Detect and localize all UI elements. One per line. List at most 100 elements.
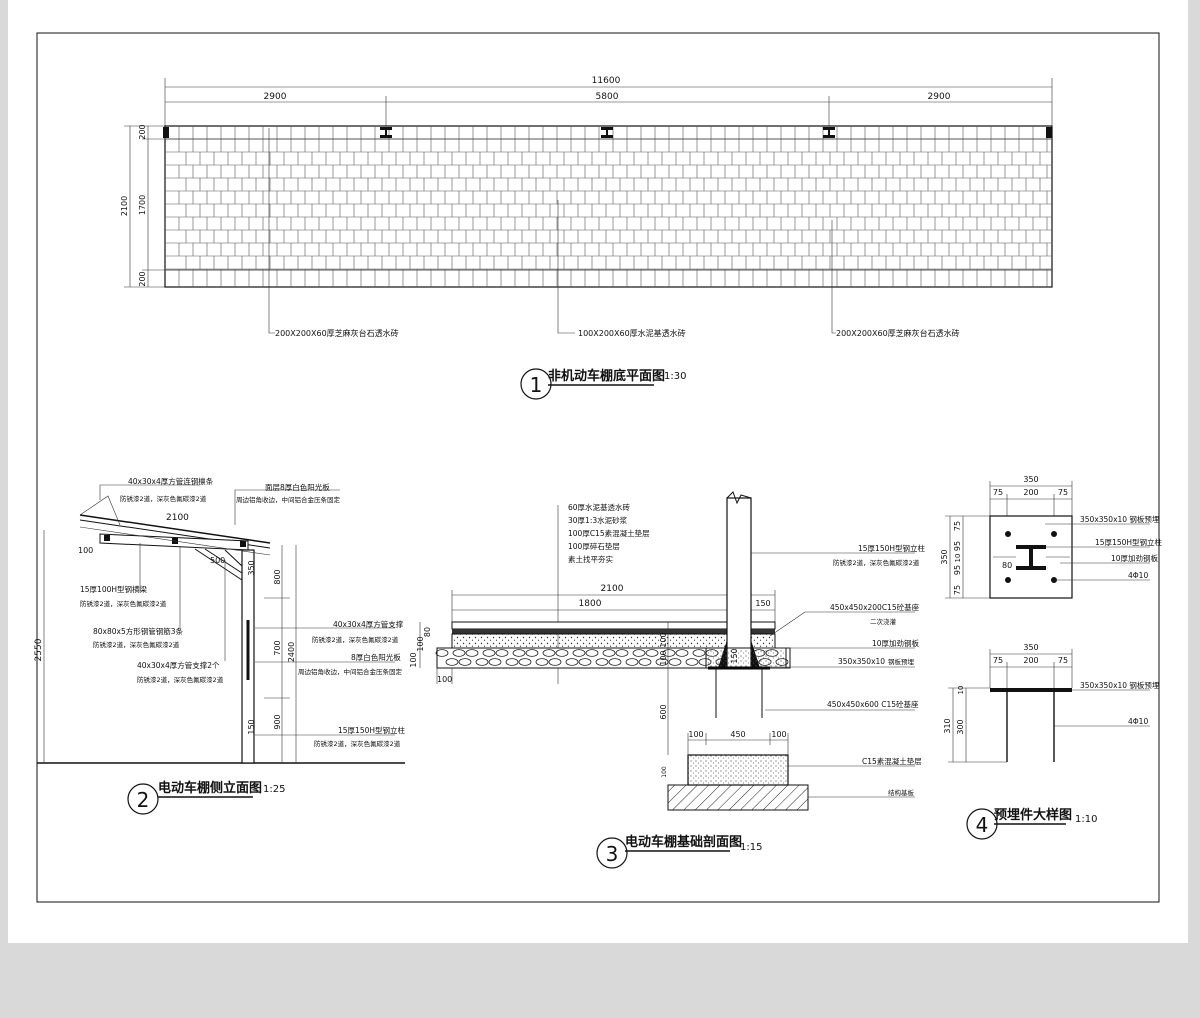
side-title-number: 2: [137, 788, 150, 812]
fnd-dim: 100: [437, 675, 452, 684]
emb-v-dim: 95: [953, 541, 962, 551]
emb-note: 350x350x10 钢板预埋: [1080, 680, 1160, 690]
gravel-stone: [495, 649, 509, 657]
fnd-leader: [769, 611, 806, 637]
plan-seg-dim: 5800: [596, 92, 619, 102]
anchor-hole: [1005, 531, 1011, 537]
side-elevation-view: 2100 100 500 2550 800 700 900 2400 350 1…: [34, 476, 405, 815]
gravel-stone: [535, 658, 549, 666]
gravel-stone: [505, 658, 519, 666]
fnd-note: 结构基板: [888, 788, 915, 797]
gravel-stone: [632, 649, 646, 657]
gravel-stone: [445, 658, 459, 666]
side-note-sub: 防锈漆2道，深灰色氟碳漆2道: [314, 739, 401, 748]
fnd-dim: 100: [659, 650, 668, 665]
fnd-note-sub: 钢板预埋: [888, 657, 915, 666]
emb-dim: 200: [1023, 488, 1038, 497]
gravel-stone: [512, 649, 526, 657]
side-title: 电动车棚侧立面图: [158, 780, 262, 796]
side-note-sub: 防锈漆2道，深灰色氟碳漆2道: [93, 640, 180, 649]
side-note: 40x30x4厚方管连钢檩条: [128, 476, 214, 486]
side-dim-span: 2100: [166, 513, 189, 523]
purlin: [240, 541, 246, 547]
emb-dim: 200: [1023, 656, 1038, 665]
side-note-sub: 周边铝角收边，中间铝合金压条固定: [236, 495, 341, 504]
layer-note: 素土找平夯实: [568, 554, 613, 564]
fnd-dim: 100: [771, 730, 786, 739]
fnd-title: 电动车棚基础剖面图: [625, 834, 742, 850]
emb-dim: 350: [1023, 475, 1038, 484]
plan-title-number-circle: [520, 368, 552, 400]
gravel-stone: [675, 649, 689, 657]
fnd-note: C15素混凝土垫层: [862, 756, 922, 766]
plan-callout: 100X200X60厚水泥基透水砖: [578, 328, 686, 338]
side-note-sub: 防锈漆2道，深灰色氟碳漆2道: [137, 675, 224, 684]
emb-v-dim: 310: [943, 718, 952, 733]
plan-v-dim: 200: [138, 271, 147, 286]
plan-title-number: 1: [530, 373, 543, 397]
fnd-dim: 150: [755, 599, 770, 608]
emb-v-dim: 95: [953, 565, 962, 575]
emb-dim: 75: [1058, 656, 1068, 665]
gravel-stone: [578, 658, 592, 666]
gravel-stone: [595, 658, 609, 666]
fnd-note-sub: 防锈漆2道，深灰色氟碳漆2道: [833, 558, 920, 567]
gravel-stone: [435, 649, 449, 657]
fnd-dim: 150: [730, 648, 739, 663]
gravel-stone: [615, 649, 629, 657]
side-dim-2400: 2400: [287, 642, 296, 662]
emb-v-dim: 75: [953, 585, 962, 595]
fnd-scale: 1:15: [740, 842, 762, 853]
gravel-stone: [555, 649, 569, 657]
fnd-note: 15厚150H型钢立柱: [858, 543, 925, 553]
plan-total-dim: 11600: [592, 76, 621, 86]
emb-note: 10厚加劲钢板: [1111, 553, 1159, 563]
fnd-title-number-circle: [596, 837, 628, 869]
c15-pad: [687, 754, 789, 786]
break-line: [726, 491, 752, 505]
column-marker: [1046, 127, 1052, 138]
side-title-number-circle: [127, 783, 159, 815]
side-dim-900: 900: [273, 714, 282, 729]
plan-leader: [268, 128, 275, 334]
fnd-note-sub: 二次浇灌: [870, 617, 897, 626]
plan-v-total: 2100: [120, 196, 129, 216]
fnd-dim: 100: [688, 730, 703, 739]
gravel-stone: [488, 658, 502, 666]
side-leader: [234, 489, 340, 525]
emb-v-dim: 350: [940, 549, 949, 564]
gravel-stone: [475, 658, 489, 666]
fnd-dim: 1800: [579, 599, 602, 609]
gravel-stone: [645, 649, 659, 657]
layer-note: 100厚碎石垫层: [568, 541, 620, 551]
side-note: 40x30x4厚方管支撑: [333, 619, 404, 629]
h-flange: [1016, 545, 1046, 549]
fnd-note: 10厚加劲钢板: [872, 638, 920, 648]
fnd-note: 350x350x10: [838, 657, 885, 666]
emb-dim: 75: [993, 656, 1003, 665]
plan-seg-dim: 2900: [264, 92, 287, 102]
column-marker: [385, 127, 387, 138]
side-note-sub: 防锈漆2道，深灰色氟碳漆2道: [120, 494, 207, 503]
fnd-dim: 450: [730, 730, 745, 739]
emb-dim: 350: [1023, 643, 1038, 652]
emb-v-dim: 10: [954, 554, 962, 563]
side-note-sub: 防锈漆2道，深灰色氟碳漆2道: [80, 599, 167, 608]
emb-note: 4Φ10: [1128, 571, 1148, 580]
fnd-note: 450x450x600 C15砼基座: [827, 699, 919, 709]
gravel-stone: [625, 658, 639, 666]
emb-note: 350x350x10 钢板预埋: [1080, 514, 1160, 524]
side-dim-700: 700: [273, 640, 282, 655]
brace: [204, 548, 243, 574]
gravel-stone: [572, 649, 586, 657]
emb-v-dim: 10: [957, 686, 965, 695]
gravel-stone: [638, 658, 652, 666]
emb-title-number: 4: [976, 813, 989, 837]
emb-v-dim: 300: [956, 719, 965, 734]
gravel-stone: [608, 658, 622, 666]
gravel-stone: [452, 649, 466, 657]
column-marker: [828, 127, 830, 138]
plan-paving-bricks: [165, 126, 1052, 287]
side-scale: 1:25: [263, 784, 285, 795]
